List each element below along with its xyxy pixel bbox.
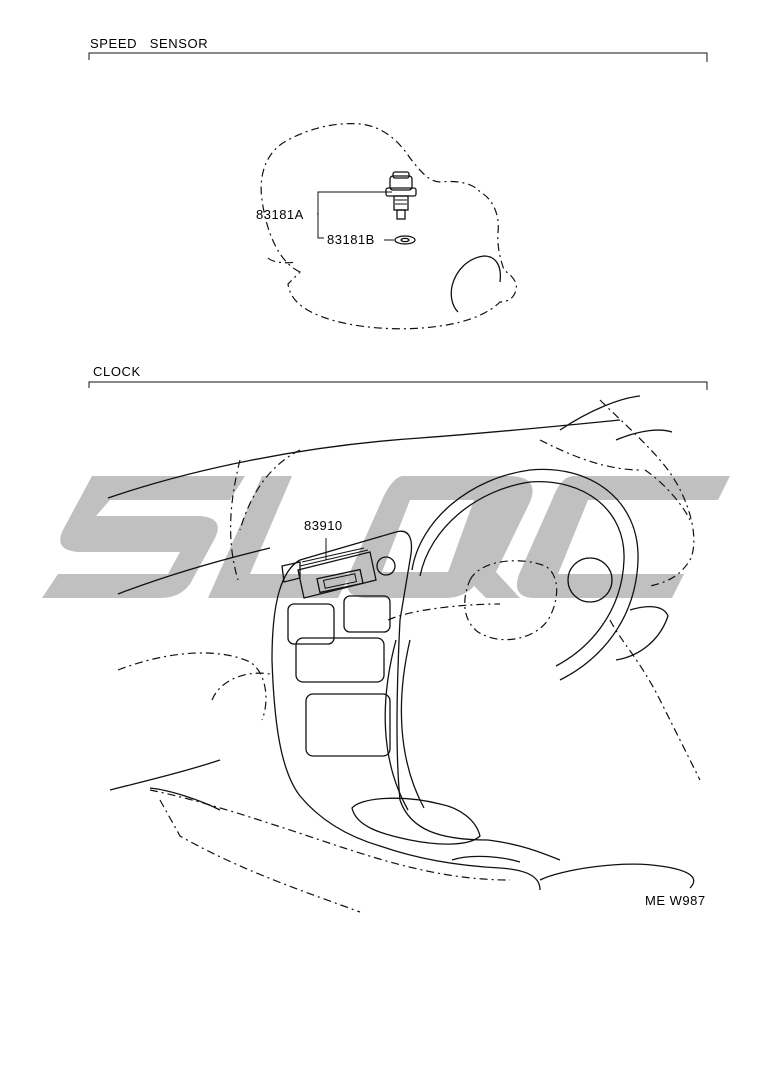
part-label-clock: 83910 xyxy=(304,518,343,533)
speed-sensor-title: SPEED SENSOR xyxy=(90,36,209,51)
part-label-sensor-assembly: 83181A xyxy=(256,207,304,222)
speed-sensor xyxy=(385,171,417,220)
clock-unit xyxy=(281,547,377,599)
leader-lines-sensor xyxy=(317,191,394,241)
part-label-sensor-washer: 83181B xyxy=(327,232,375,247)
steering-wheel xyxy=(384,468,639,811)
center-console xyxy=(271,530,561,891)
speed-sensor-bracket xyxy=(88,52,708,62)
dashboard-outline xyxy=(107,395,695,595)
transmission-outline xyxy=(260,123,517,330)
clock-title: CLOCK xyxy=(93,364,141,379)
figure-code: ME W987 xyxy=(645,893,706,908)
seat-and-floor xyxy=(109,605,701,913)
sensor-washer xyxy=(394,235,416,245)
clock-bracket xyxy=(88,381,708,390)
watermark-logo xyxy=(42,476,730,598)
